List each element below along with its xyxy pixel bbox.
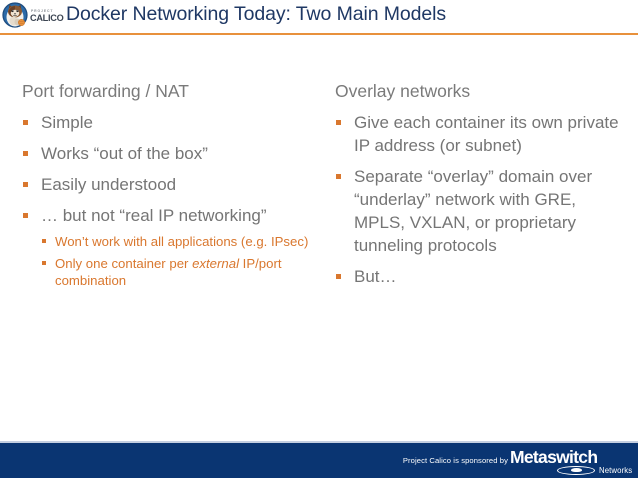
bullet-text: Easily understood (41, 175, 177, 194)
list-item: Works “out of the box” (22, 142, 312, 165)
column-overlay-networks: Overlay networks Give each container its… (335, 80, 630, 296)
column-heading: Port forwarding / NAT (22, 81, 189, 101)
bullet-text: … but not “real IP networking” (41, 206, 267, 225)
slide-footer: Project Calico is sponsored by Metaswitc… (0, 443, 638, 478)
slide-header: PROJECT CALICO Docker Networking Today: … (0, 0, 638, 35)
bullet-text: But… (354, 267, 397, 286)
sub-bullet-text-after: IP/port combination (55, 256, 282, 288)
sub-bullet-text: Won’t work with all applications (e.g. I… (55, 234, 309, 249)
bullet-text: Separate “overlay” domain over “underlay… (354, 167, 593, 255)
list-item: Separate “overlay” domain over “underlay… (335, 165, 630, 257)
footer-divider (0, 441, 638, 443)
bullet-text: Works “out of the box” (41, 144, 208, 163)
bullet-text: Simple (41, 113, 93, 132)
logo-project-word: PROJECT (31, 9, 54, 13)
sub-bullet-emphasis: external (192, 256, 240, 271)
sub-bullet-text-before: Only one container per (55, 256, 193, 271)
list-item: Give each container its own private IP a… (335, 111, 630, 157)
list-item: But… (335, 265, 630, 288)
list-item: Simple (22, 111, 312, 134)
sponsor-text: Project Calico is sponsored by (402, 456, 508, 465)
list-item: Easily understood (22, 173, 312, 196)
bullet-text: Give each container its own private IP a… (354, 113, 619, 155)
logo-name-word: CALICO (30, 13, 64, 23)
sub-list-item: Won’t work with all applications (e.g. I… (41, 233, 312, 250)
column-heading: Overlay networks (335, 81, 471, 101)
metaswitch-logo: Metaswitch Networks (510, 447, 632, 475)
page-title: Docker Networking Today: Two Main Models (66, 3, 447, 25)
metaswitch-swoosh-icon (557, 466, 595, 475)
list-item: … but not “real IP networking” Won’t wor… (22, 204, 312, 289)
project-calico-logo: PROJECT CALICO (2, 2, 64, 30)
slide-content: Port forwarding / NAT Simple Works “out … (0, 80, 638, 430)
sub-list-item: Only one container per external IP/port … (41, 255, 312, 289)
sub-bullet-list: Won’t work with all applications (e.g. I… (41, 233, 312, 289)
calico-wordmark: PROJECT CALICO (30, 9, 64, 24)
column-port-forwarding: Port forwarding / NAT Simple Works “out … (22, 80, 312, 297)
metaswitch-brand-name: Metaswitch (510, 447, 598, 467)
bullet-list: Give each container its own private IP a… (335, 111, 630, 288)
calico-cat-badge-icon (2, 2, 28, 28)
bullet-list: Simple Works “out of the box” Easily und… (22, 111, 312, 289)
header-divider (0, 33, 638, 35)
metaswitch-brand-suffix: Networks (599, 466, 633, 475)
